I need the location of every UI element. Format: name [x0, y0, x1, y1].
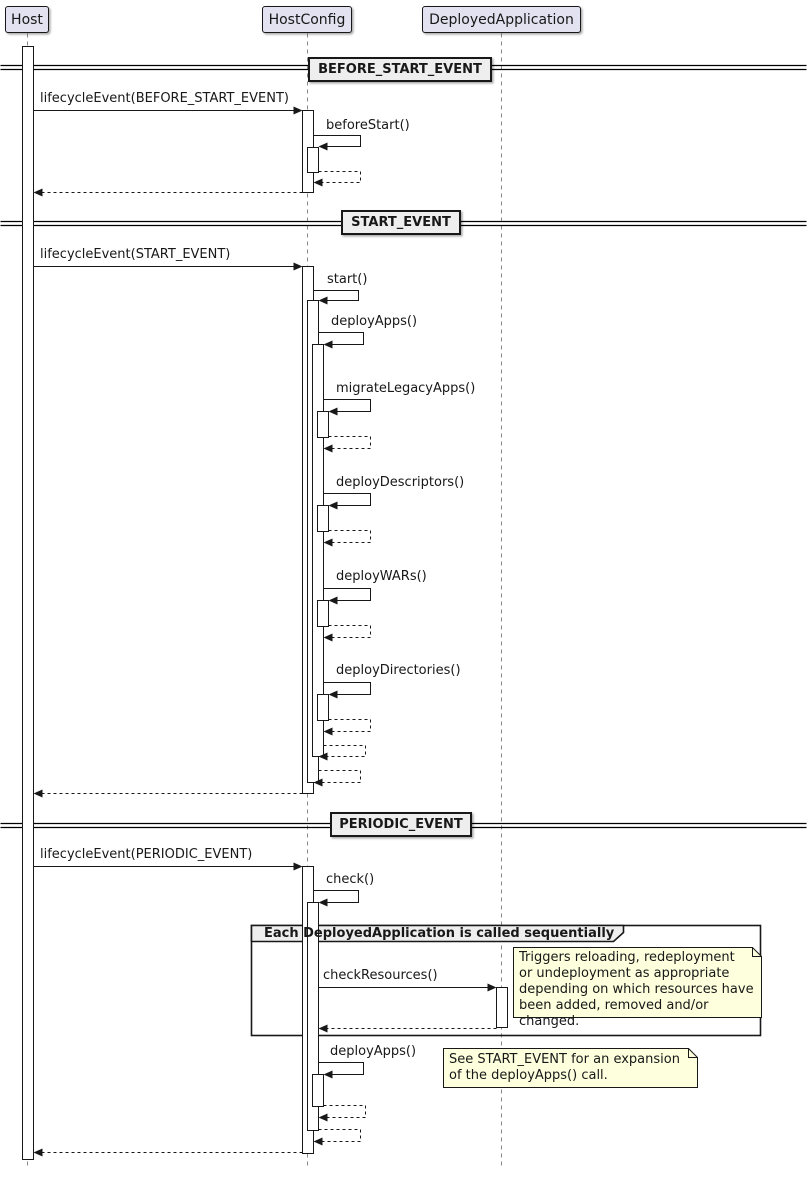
- arrow-deploydescriptors-return: [328, 530, 371, 543]
- note-text-checkresources: Triggers reloading, redeployment or unde…: [519, 950, 754, 1029]
- message-label-checkresources: checkResources(): [323, 968, 438, 983]
- message-label-deployapps: deployApps(): [331, 314, 418, 329]
- activation-deployedapplication: [496, 987, 508, 1028]
- arrowhead: [328, 596, 338, 605]
- arrowhead: [293, 106, 303, 115]
- message-label-start: start(): [327, 272, 368, 287]
- activation-deploywars: [317, 600, 329, 627]
- note-checkresources: [513, 947, 762, 1018]
- message-label-deploydirectories: deployDirectories(): [336, 663, 461, 678]
- message-label-deployapps-periodic: deployApps(): [330, 1044, 417, 1059]
- arrow-check-return: [318, 1129, 361, 1142]
- divider-before-start-event: BEFORE_START_EVENT: [308, 57, 492, 82]
- arrow-beforestart-return: [318, 171, 361, 183]
- activation-beforestart: [307, 147, 319, 173]
- arrowhead: [318, 752, 328, 761]
- arrowhead: [328, 407, 338, 416]
- arrowhead: [323, 444, 333, 453]
- group-label: Each DeployedApplication is called seque…: [264, 926, 615, 941]
- message-label-migratelegacyapps: migrateLegacyApps(): [336, 381, 476, 396]
- arrow-beforestart-call: [313, 135, 361, 147]
- arrowhead: [318, 296, 328, 305]
- message-label-deploywars: deployWARs(): [336, 569, 427, 584]
- note-deployapps: [443, 1048, 698, 1088]
- arrow-deploywars-return: [328, 625, 371, 638]
- note-fold-icon: [688, 1048, 698, 1058]
- arrow-deployapps-periodic-call: [318, 1062, 364, 1075]
- arrowhead: [318, 1113, 328, 1122]
- arrowhead: [293, 862, 303, 871]
- arrow-deploydirectories-return: [328, 719, 371, 732]
- arrowhead: [323, 340, 333, 349]
- arrowhead: [328, 690, 338, 699]
- arrowhead: [313, 778, 323, 787]
- message-label-beforestart: beforeStart(): [326, 118, 410, 133]
- divider-label-text: BEFORE_START_EVENT: [318, 62, 482, 77]
- arrow-check-call: [313, 890, 359, 903]
- arrowhead: [487, 983, 497, 992]
- arrow-deploywars-call: [323, 588, 371, 601]
- arrowhead: [33, 1148, 43, 1157]
- message-label-lifecycle-before-start: lifecycleEvent(BEFORE_START_EVENT): [40, 91, 289, 106]
- activation-host: [22, 46, 34, 1160]
- activation-check: [307, 902, 319, 1131]
- divider-periodic-event: PERIODIC_EVENT: [330, 812, 472, 837]
- divider-label-text: PERIODIC_EVENT: [339, 817, 463, 832]
- activation-deploydirectories: [317, 694, 329, 721]
- arrowhead: [313, 1137, 323, 1146]
- note-text-deployapps: See START_EVENT for an expansion of the …: [449, 1052, 680, 1083]
- activation-deployapps-periodic: [312, 1074, 324, 1107]
- arrow-start-return: [318, 770, 361, 783]
- activation-migratelegacyapps: [317, 411, 329, 438]
- participant-deployedapplication: DeployedApplication: [422, 6, 581, 33]
- participant-label: Host: [11, 11, 43, 28]
- message-label-lifecycle-periodic: lifecycleEvent(PERIODIC_EVENT): [40, 847, 253, 862]
- divider-start-event: START_EVENT: [341, 210, 461, 235]
- arrow-migratelegacyapps-return: [328, 436, 371, 449]
- arrow-deployapps-periodic-return: [323, 1105, 366, 1118]
- arrowhead: [318, 142, 328, 151]
- arrowhead: [313, 178, 323, 187]
- arrowhead: [33, 789, 43, 798]
- arrowhead: [318, 898, 328, 907]
- arrow-deployapps-return: [323, 745, 366, 757]
- arrowhead: [323, 538, 333, 547]
- arrowhead: [33, 188, 43, 197]
- note-fold-icon: [752, 947, 762, 957]
- participant-host: Host: [5, 6, 49, 33]
- arrowhead: [323, 727, 333, 736]
- arrowhead: [323, 633, 333, 642]
- group-header: [250, 924, 625, 943]
- activation-deployapps: [312, 344, 324, 757]
- arrow-deploydescriptors-call: [323, 493, 371, 506]
- arrow-migratelegacyapps-call: [323, 399, 371, 412]
- arrowhead: [318, 1024, 328, 1033]
- participant-label: HostConfig: [268, 11, 346, 28]
- participant-label: DeployedApplication: [429, 11, 574, 28]
- activation-deploydescriptors: [317, 505, 329, 532]
- message-label-deploydescriptors: deployDescriptors(): [336, 475, 465, 490]
- arrow-deployapps-call: [318, 332, 364, 345]
- arrow-deploydirectories-call: [323, 682, 371, 695]
- divider-label-text: START_EVENT: [351, 215, 451, 230]
- arrowhead: [328, 501, 338, 510]
- message-label-lifecycle-start: lifecycleEvent(START_EVENT): [40, 247, 231, 262]
- arrowhead: [323, 1070, 333, 1079]
- participant-hostconfig: HostConfig: [262, 6, 352, 33]
- arrowhead: [293, 262, 303, 271]
- arrow-start-call: [313, 290, 359, 301]
- message-label-check: check(): [326, 872, 375, 887]
